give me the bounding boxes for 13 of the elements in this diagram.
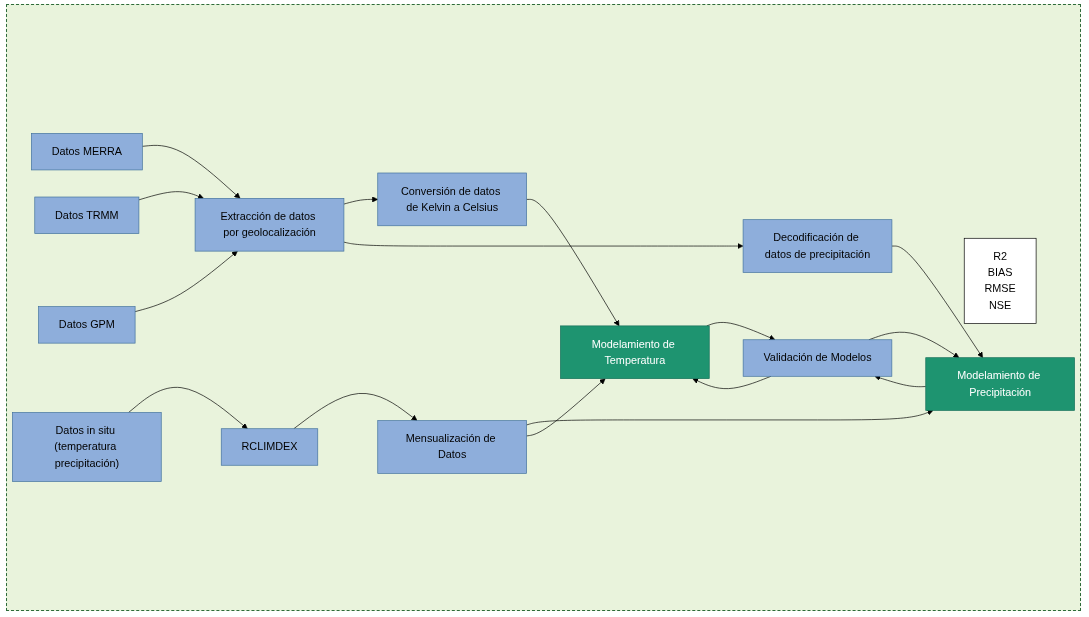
node-box: RCLIMDEX [220, 428, 319, 466]
node-box: Datos TRMM [34, 196, 140, 234]
node-box: Modelamiento de Temperatura [560, 325, 710, 380]
node-box: Datos in situ (temperatura precipitación) [12, 412, 162, 482]
node-box: Validación de Modelos [742, 339, 893, 377]
node-box: Mensualización de Datos [377, 420, 527, 474]
node-box: Decodificación de datos de precipitación [742, 219, 893, 273]
node-box: Datos GPM [38, 306, 136, 344]
node-box: Datos MERRA [31, 133, 143, 171]
node-box: R2 BIAS RMSE NSE [963, 238, 1037, 324]
node-box: Modelamiento de Precipitación [925, 357, 1075, 411]
node-box: Extracción de datos por geolocalización [194, 198, 345, 252]
node-box: Conversión de datos de Kelvin a Celsius [377, 172, 527, 227]
